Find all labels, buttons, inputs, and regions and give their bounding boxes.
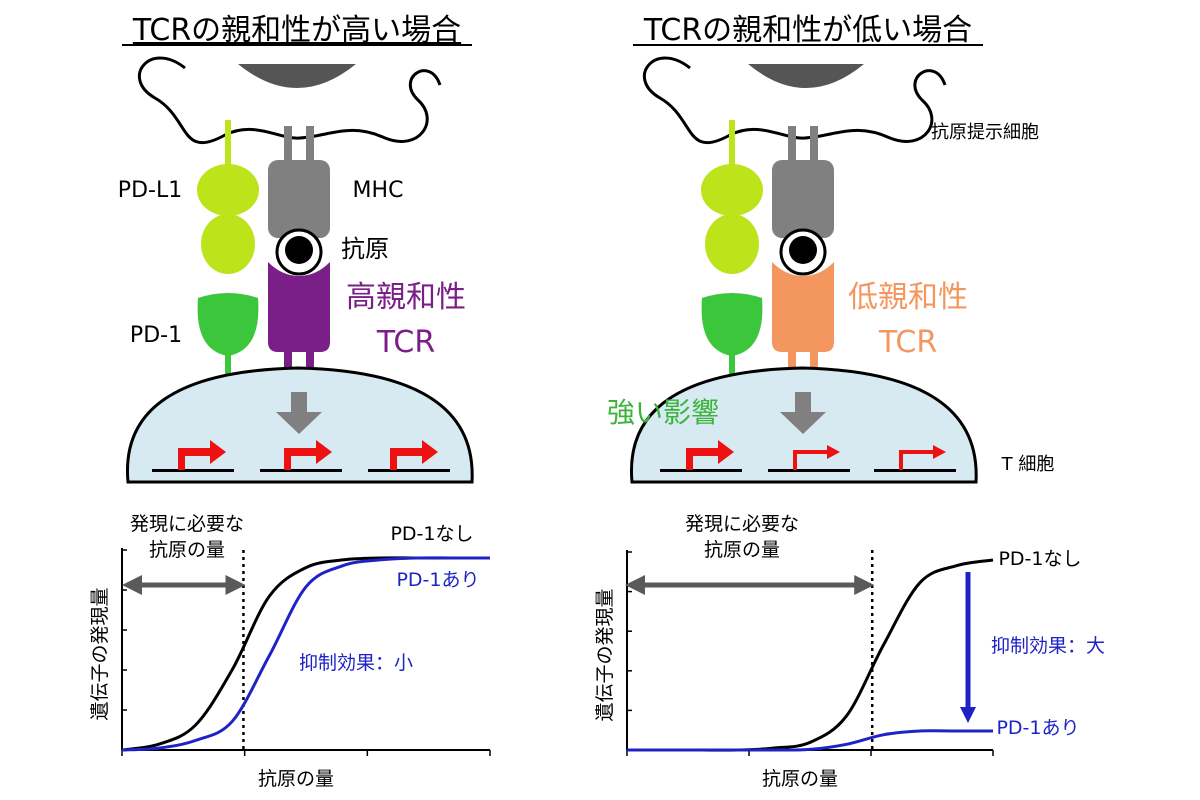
series-line-pd1-present bbox=[627, 729, 993, 752]
right-tcr-label-2: TCR bbox=[878, 325, 937, 360]
left-tcr-label-2: TCR bbox=[376, 325, 435, 360]
right-pd1-domain bbox=[701, 293, 763, 356]
left-pdl1-domain2 bbox=[201, 214, 255, 274]
x-axis-label: 抗原の量 bbox=[762, 768, 838, 790]
right-apc-nucleus bbox=[748, 64, 864, 88]
left-mhc-body bbox=[268, 160, 330, 238]
series-line-pd1-absent bbox=[627, 558, 994, 752]
left-pd1-label: PD-1 bbox=[130, 323, 182, 348]
x-axis-label: 抗原の量 bbox=[258, 768, 334, 790]
threshold-label: 抗原の量 bbox=[149, 539, 225, 561]
right-antigen bbox=[789, 236, 817, 264]
right-apc-label: 抗原提示細胞 bbox=[931, 122, 1039, 143]
threshold-label: 発現に必要な bbox=[130, 513, 244, 535]
series-line-pd1-present bbox=[121, 556, 490, 752]
left-promoter-arrow-1 bbox=[178, 440, 226, 470]
right-panel: TCRの親和性が低い場合 抗原提示細胞 低親和性 TCR 強い影響 bbox=[607, 13, 1055, 484]
left-mhc-leg2 bbox=[306, 126, 314, 164]
left-pdl1-label: PD-L1 bbox=[118, 178, 182, 203]
left-pd1-domain bbox=[197, 293, 259, 356]
right-gene-line-1 bbox=[660, 469, 742, 472]
left-tcr-label-1: 高親和性 bbox=[346, 280, 466, 315]
right-title: TCRの親和性が低い場合 bbox=[643, 13, 972, 48]
right-pdl1-domain2 bbox=[705, 214, 759, 274]
left-tcr-body bbox=[268, 262, 330, 352]
left-pdl1-domain1 bbox=[197, 164, 259, 216]
right-promoter-arrow-3 bbox=[899, 445, 946, 470]
left-title-underline bbox=[122, 44, 472, 46]
right-pdl1-stalk bbox=[729, 120, 735, 172]
right-promoter-arrow-1 bbox=[686, 440, 734, 470]
left-pdl1-stalk bbox=[225, 120, 231, 172]
left-mhc-label: MHC bbox=[353, 178, 404, 203]
right-strong-effect-label: 強い影響 bbox=[607, 396, 719, 429]
right-mhc-leg1 bbox=[788, 126, 796, 164]
right-gene-line-2 bbox=[768, 469, 850, 472]
right-genes bbox=[660, 440, 956, 472]
right-apc-membrane bbox=[642, 56, 947, 145]
left-apc-nucleus bbox=[238, 64, 356, 88]
left-promoter-arrow-2 bbox=[284, 440, 332, 470]
left-gene-line-3 bbox=[368, 469, 450, 472]
left-promoter-arrow-3 bbox=[390, 440, 438, 470]
series-label: PD-1なし bbox=[390, 523, 473, 545]
right-signal-arrow bbox=[780, 392, 826, 434]
left-mhc-leg1 bbox=[284, 126, 292, 164]
effect-label: 抑制効果：小 bbox=[299, 652, 413, 674]
left-panel: TCRの親和性が高い場合 bbox=[118, 13, 474, 484]
left-gene-line-1 bbox=[152, 469, 234, 472]
right-mhc-body bbox=[772, 160, 834, 238]
right-pdl1-domain1 bbox=[701, 164, 763, 216]
effect-label: 抑制効果：大 bbox=[991, 635, 1105, 657]
right-gene-line-3 bbox=[874, 469, 956, 472]
left-signal-arrow bbox=[276, 392, 322, 434]
left-antigen-label: 抗原 bbox=[341, 235, 389, 263]
right-tcr-body bbox=[772, 262, 834, 352]
right-tcell-label: T 細胞 bbox=[1001, 454, 1055, 475]
left-apc-membrane bbox=[137, 56, 442, 145]
left-genes bbox=[152, 440, 450, 472]
right-mhc-leg2 bbox=[810, 126, 818, 164]
left-title: TCRの親和性が高い場合 bbox=[132, 13, 461, 48]
series-label: PD-1あり bbox=[396, 569, 479, 591]
threshold-label: 発現に必要な bbox=[685, 513, 799, 535]
series-label: PD-1なし bbox=[998, 548, 1081, 570]
y-axis-label: 遺伝子の発現量 bbox=[594, 588, 616, 721]
series-label: PD-1あり bbox=[996, 717, 1079, 739]
left-gene-line-2 bbox=[260, 469, 342, 472]
right-title-underline bbox=[633, 44, 983, 46]
right-promoter-arrow-2 bbox=[793, 445, 840, 470]
charts: 発現に必要な抗原の量PD-1なしPD-1あり抑制効果：小抗原の量遺伝子の発現量発… bbox=[89, 513, 1105, 790]
threshold-label: 抗原の量 bbox=[704, 539, 780, 561]
right-tcr-label-1: 低親和性 bbox=[848, 280, 968, 315]
left-antigen bbox=[285, 236, 313, 264]
y-axis-label: 遺伝子の発現量 bbox=[89, 587, 111, 720]
